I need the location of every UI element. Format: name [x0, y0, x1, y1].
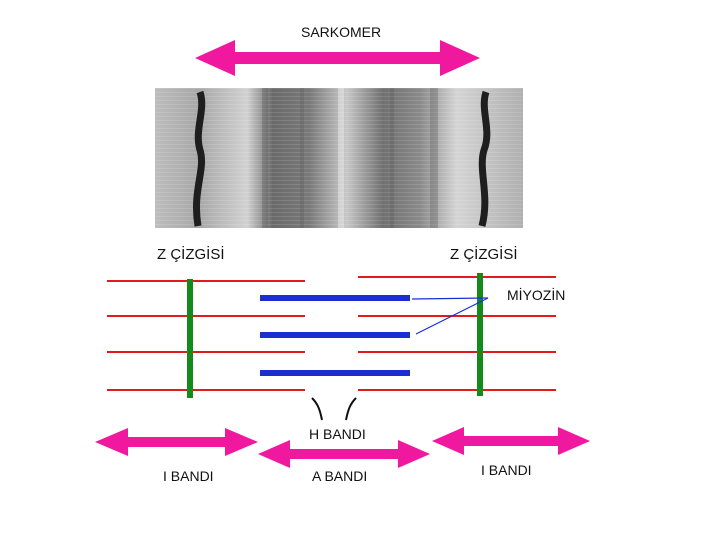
- i-band-left-arrow: [95, 428, 258, 456]
- micrograph-image: [155, 88, 523, 228]
- myosin-label: MİYOZİN: [507, 287, 566, 303]
- z-line-label-right: Z ÇİZGİSİ: [450, 246, 518, 263]
- actin-filaments: [107, 276, 556, 391]
- i-band-left-label: I BANDI: [163, 468, 214, 484]
- sarcomere-arrow: [195, 40, 480, 76]
- h-band-label: H BANDI: [309, 426, 366, 442]
- z-lines: [187, 273, 483, 398]
- i-band-right-label: I BANDI: [481, 462, 532, 478]
- i-band-right-arrow: [432, 427, 590, 455]
- h-band-bracket: [311, 397, 357, 421]
- a-band-label: A BANDI: [312, 468, 368, 484]
- myosin-pointer-lines: [411, 297, 489, 335]
- z-line-label-left: Z ÇİZGİSİ: [157, 246, 225, 263]
- a-band-arrow: [258, 440, 430, 468]
- sarcomere-title: SARKOMER: [301, 24, 382, 40]
- myosin-filaments: [260, 295, 410, 376]
